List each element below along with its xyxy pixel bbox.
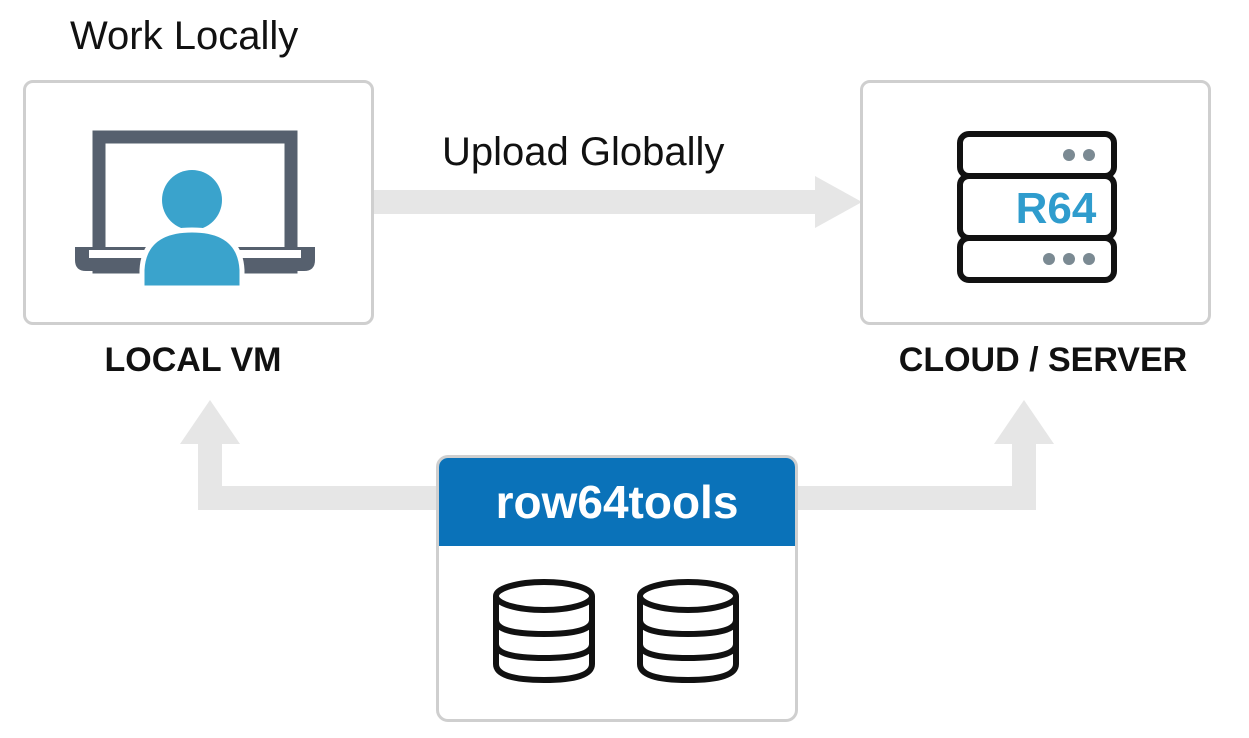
row64tools-box: row64tools [436, 455, 798, 722]
database-icon [493, 579, 595, 684]
database-icons [493, 579, 739, 684]
tools-to-cloud-arrow [796, 400, 1054, 510]
server-icon: R64 [957, 131, 1117, 283]
local-vm-box [23, 80, 374, 325]
server-badge-text: R64 [1016, 184, 1097, 233]
upload-arrow [372, 176, 862, 228]
work-locally-caption: Work Locally [70, 14, 299, 58]
cloud-server-box: R64 [860, 80, 1211, 325]
cloud-server-label: CLOUD / SERVER [898, 341, 1188, 379]
upload-globally-caption: Upload Globally [442, 130, 725, 174]
laptop-user-icon [75, 130, 315, 291]
server-led [1083, 253, 1095, 265]
server-led [1083, 149, 1095, 161]
database-icon [637, 579, 739, 684]
tools-to-local-arrow [180, 400, 438, 510]
server-led [1043, 253, 1055, 265]
row64tools-title: row64tools [439, 458, 795, 546]
local-vm-label: LOCAL VM [104, 341, 282, 379]
server-led [1063, 149, 1075, 161]
server-led [1063, 253, 1075, 265]
